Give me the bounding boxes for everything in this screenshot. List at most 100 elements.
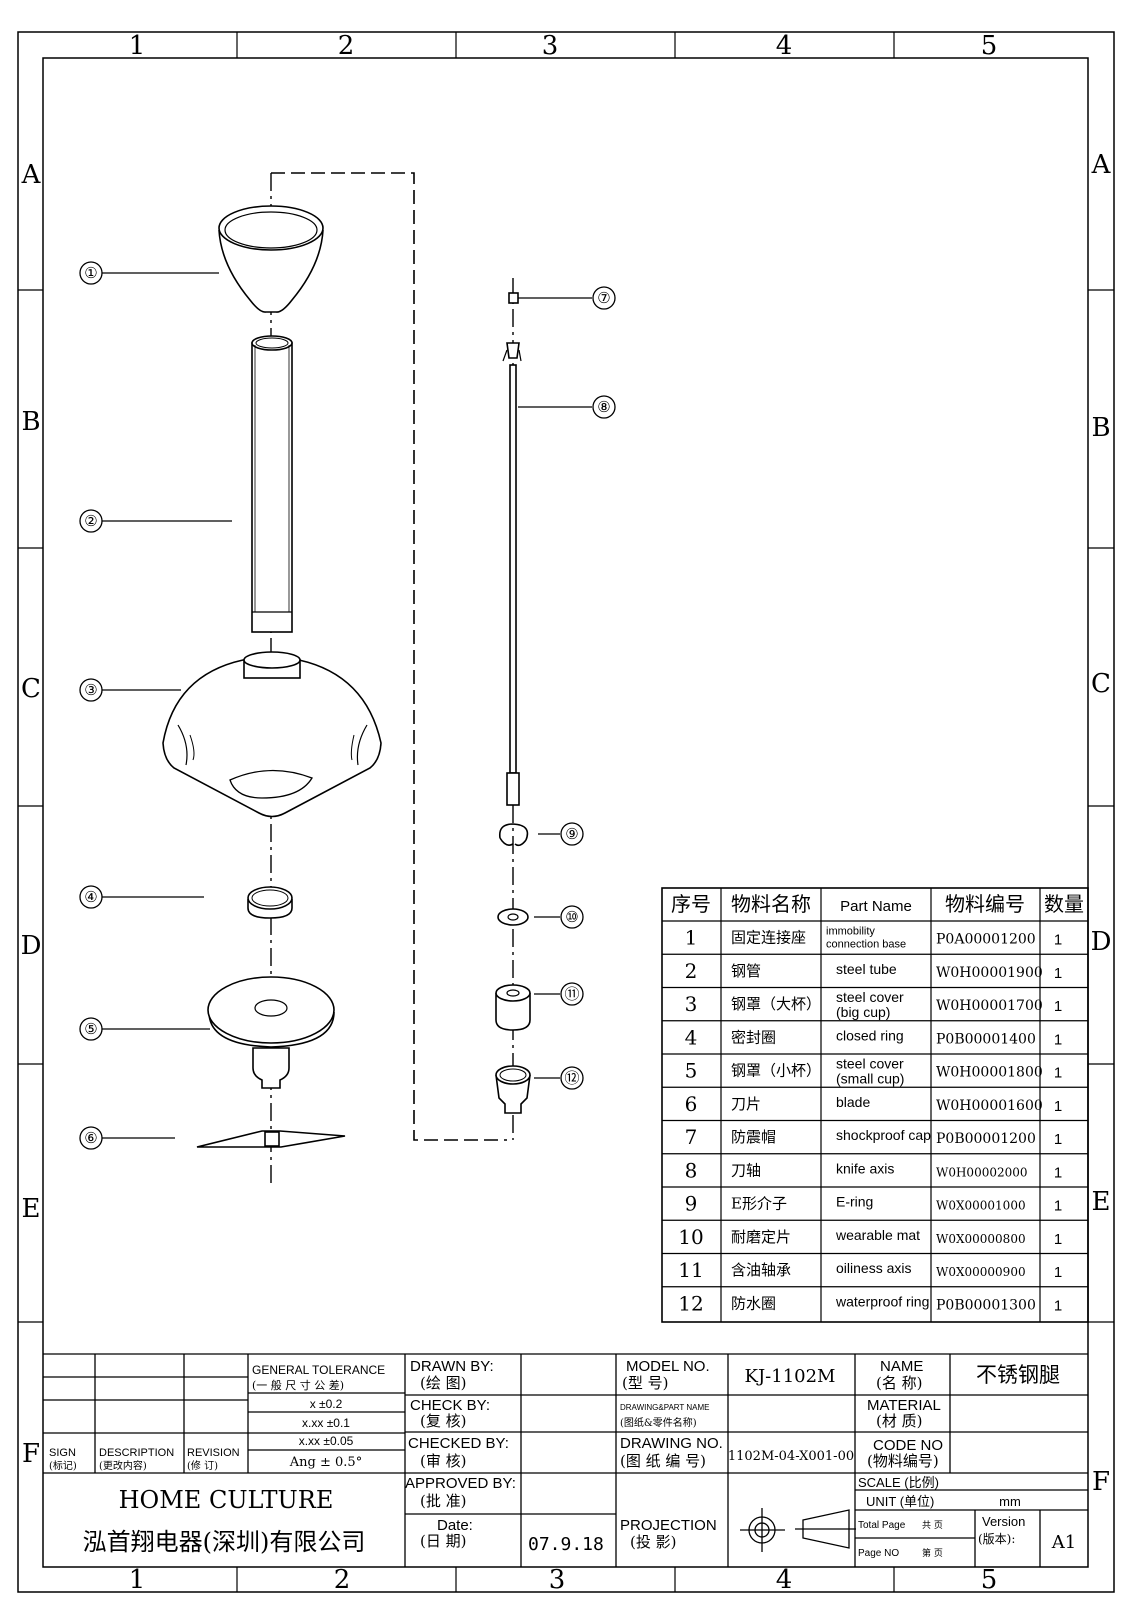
grid-col-2-bottom: 2 bbox=[334, 1565, 351, 1595]
grid-col-1-top: 1 bbox=[129, 31, 146, 61]
bom-row-code: W0X00001000 bbox=[936, 1199, 1026, 1213]
bom-row-no: 1 bbox=[685, 926, 698, 950]
assembly-path bbox=[271, 172, 507, 1141]
bom-row-no: 11 bbox=[678, 1258, 703, 1282]
checked-by-cn: (审 核) bbox=[420, 1452, 466, 1470]
sign-label: SIGN bbox=[49, 1447, 76, 1459]
check-by-cn: (复 核) bbox=[420, 1412, 466, 1430]
callout-6: ⑥ bbox=[84, 1129, 97, 1147]
callout-circles bbox=[79, 261, 616, 1150]
bom-row-code: W0H00001900 bbox=[936, 965, 1043, 981]
date-value: 07.9.18 bbox=[528, 1534, 604, 1555]
general-tolerance-label: GENERAL TOLERANCE bbox=[252, 1363, 385, 1377]
bom-row-en-name-line1: steel cover bbox=[836, 989, 904, 1005]
title-block bbox=[43, 1353, 1088, 1567]
callout-2: ② bbox=[84, 512, 97, 530]
callout-7: ⑦ bbox=[597, 289, 610, 307]
material-label: MATERIAL bbox=[867, 1397, 941, 1414]
page-no-label: Page NO bbox=[858, 1548, 899, 1559]
bom-row-no: 12 bbox=[678, 1291, 703, 1315]
grid-row-e-right: E bbox=[1092, 1187, 1111, 1217]
bom-row-no: 8 bbox=[685, 1158, 698, 1182]
projection-symbol bbox=[740, 1508, 856, 1552]
bom-row-qty: 1 bbox=[1054, 1164, 1062, 1181]
grid-col-2-top: 2 bbox=[338, 31, 355, 61]
drawing-no-value: 1102M-04-X001-00 bbox=[728, 1449, 854, 1464]
grid-col-4-bottom: 4 bbox=[776, 1565, 793, 1595]
grid-row-c-left: C bbox=[21, 674, 41, 704]
grid-ticks bbox=[18, 32, 1114, 1592]
bom-row-no: 4 bbox=[685, 1025, 698, 1049]
part-9-e-ring bbox=[498, 823, 529, 847]
bom-row-qty: 1 bbox=[1054, 1264, 1062, 1281]
check-by-label: CHECK BY: bbox=[410, 1397, 490, 1414]
bom-row-en-name-line1: steel cover bbox=[836, 1056, 904, 1072]
grid-row-d-right: D bbox=[1091, 927, 1112, 957]
bom-row-cn-name: 耐磨定片 bbox=[731, 1228, 791, 1246]
grid-row-a-right: A bbox=[1091, 150, 1112, 180]
bom-row-qty: 1 bbox=[1054, 1131, 1062, 1148]
grid-col-5-top: 5 bbox=[981, 31, 998, 61]
scale-label: SCALE (比例) bbox=[858, 1475, 939, 1490]
bom-row-cn-name: 钢罩（大杯） bbox=[731, 995, 821, 1013]
bom-row-no: 2 bbox=[685, 959, 698, 983]
unit-label: UNIT (单位) bbox=[866, 1494, 934, 1509]
bom-row-no: 7 bbox=[685, 1125, 698, 1149]
date-label: Date: bbox=[437, 1517, 473, 1534]
model-no-label: MODEL NO. bbox=[626, 1358, 710, 1375]
grid-col-1-bottom: 1 bbox=[129, 1565, 146, 1595]
projection-label: PROJECTION bbox=[620, 1517, 717, 1534]
unit-value: mm bbox=[999, 1494, 1021, 1509]
drawing-no-label: DRAWING NO. bbox=[620, 1435, 723, 1452]
name-value: 不锈钢腿 bbox=[976, 1363, 1060, 1387]
model-no-cn: (型 号) bbox=[622, 1374, 668, 1392]
bom-row-code: W0X00000800 bbox=[936, 1232, 1026, 1246]
part-7-shockproof-cap bbox=[508, 292, 519, 304]
grid-col-4-top: 4 bbox=[776, 31, 793, 61]
callout-11: ⑪ bbox=[564, 985, 579, 1003]
bom-row-en-name: wearable mat bbox=[835, 1227, 920, 1243]
bom-row-no: 10 bbox=[678, 1225, 703, 1249]
model-value: KJ-1102M bbox=[745, 1366, 836, 1387]
part-8-knife-axis bbox=[502, 342, 522, 806]
part-4-closed-ring bbox=[247, 886, 293, 919]
part-11-oiliness-axis bbox=[495, 984, 531, 1031]
bom-row-code: W0X00000900 bbox=[936, 1265, 1026, 1279]
revision-cn: (修 订) bbox=[187, 1459, 218, 1472]
bom-row-code: W0H00002000 bbox=[936, 1165, 1028, 1179]
date-cn: (日 期) bbox=[420, 1532, 466, 1550]
description-label: DESCRIPTION bbox=[99, 1447, 174, 1459]
drawing-part-name-cn: (图纸&零件名称) bbox=[620, 1416, 697, 1429]
bom-row-en-name: oiliness axis bbox=[836, 1260, 911, 1276]
description-cn: (更改内容) bbox=[99, 1459, 147, 1472]
bom-row-cn-name: 钢罩（小杯） bbox=[731, 1062, 821, 1080]
part-2-steel-tube bbox=[251, 335, 293, 633]
grid-row-f-right: F bbox=[1092, 1467, 1110, 1497]
bom-row-en-name: steel tube bbox=[836, 961, 897, 977]
tolerance-angle: Ang ± 0.5° bbox=[289, 1455, 362, 1470]
material-cn: (材 质) bbox=[876, 1412, 922, 1430]
bom-row-code: P0B00001300 bbox=[936, 1297, 1036, 1313]
bom-row-cn-name: E形介子 bbox=[731, 1195, 787, 1213]
page-no-cn: 第 页 bbox=[922, 1547, 943, 1559]
callout-8: ⑧ bbox=[597, 398, 610, 416]
callout-9: ⑨ bbox=[565, 825, 578, 843]
drawing-part-name-label: DRAWING&PART NAME bbox=[620, 1403, 710, 1412]
callout-3: ③ bbox=[84, 681, 97, 699]
sign-cn: (标记) bbox=[49, 1460, 77, 1472]
bom-row-code: W0H00001700 bbox=[936, 998, 1043, 1014]
bom-row-en-name: blade bbox=[836, 1094, 870, 1110]
checked-by-label: CHECKED BY: bbox=[408, 1435, 509, 1452]
bom-row-cn-name: 固定连接座 bbox=[731, 929, 806, 947]
bom-row-en-name-line1: immobility bbox=[826, 926, 875, 938]
part-6-blade bbox=[196, 1130, 346, 1148]
bom-header-4: 数量 bbox=[1044, 892, 1084, 916]
bom-row-code: P0A00001200 bbox=[936, 932, 1036, 948]
part-10-wearable-mat bbox=[497, 908, 529, 926]
bom-row-en-name: shockproof cap bbox=[836, 1127, 931, 1143]
revision-label: REVISION bbox=[187, 1447, 240, 1459]
grid-col-3-bottom: 3 bbox=[549, 1565, 566, 1595]
callout-10: ⑩ bbox=[565, 908, 578, 926]
bom-row-qty: 1 bbox=[1054, 1198, 1062, 1215]
